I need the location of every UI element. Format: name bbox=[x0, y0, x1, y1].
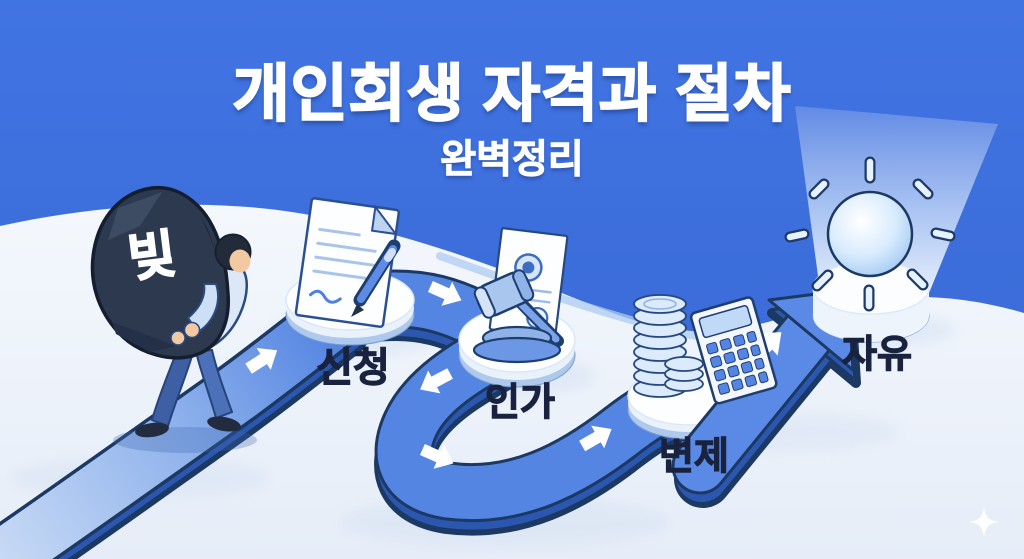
step-label-approval: 인가 bbox=[484, 382, 555, 424]
coin-stack-small bbox=[664, 356, 704, 392]
debt-rock-label: 빚 bbox=[124, 225, 180, 290]
coins-calculator-icon bbox=[633, 294, 778, 405]
pen-icon bbox=[351, 239, 401, 317]
gavel-icon bbox=[472, 227, 569, 364]
path-segment-entry bbox=[0, 284, 371, 559]
document-pen-icon bbox=[294, 197, 401, 328]
step-label-freedom: 자유 bbox=[841, 334, 912, 376]
person-carrying-debt bbox=[90, 185, 257, 453]
page-subtitle: 완벽정리 bbox=[440, 138, 585, 182]
sparkle-icon bbox=[969, 507, 999, 537]
step-label-application: 신청 bbox=[316, 346, 391, 390]
path-segment-2-3 bbox=[374, 314, 718, 536]
platform-freedom bbox=[812, 261, 930, 343]
page-title: 개인회생 자격과 절차 bbox=[232, 60, 792, 129]
step-label-repayment: 변제 bbox=[658, 436, 729, 478]
sun-icon bbox=[784, 156, 956, 312]
